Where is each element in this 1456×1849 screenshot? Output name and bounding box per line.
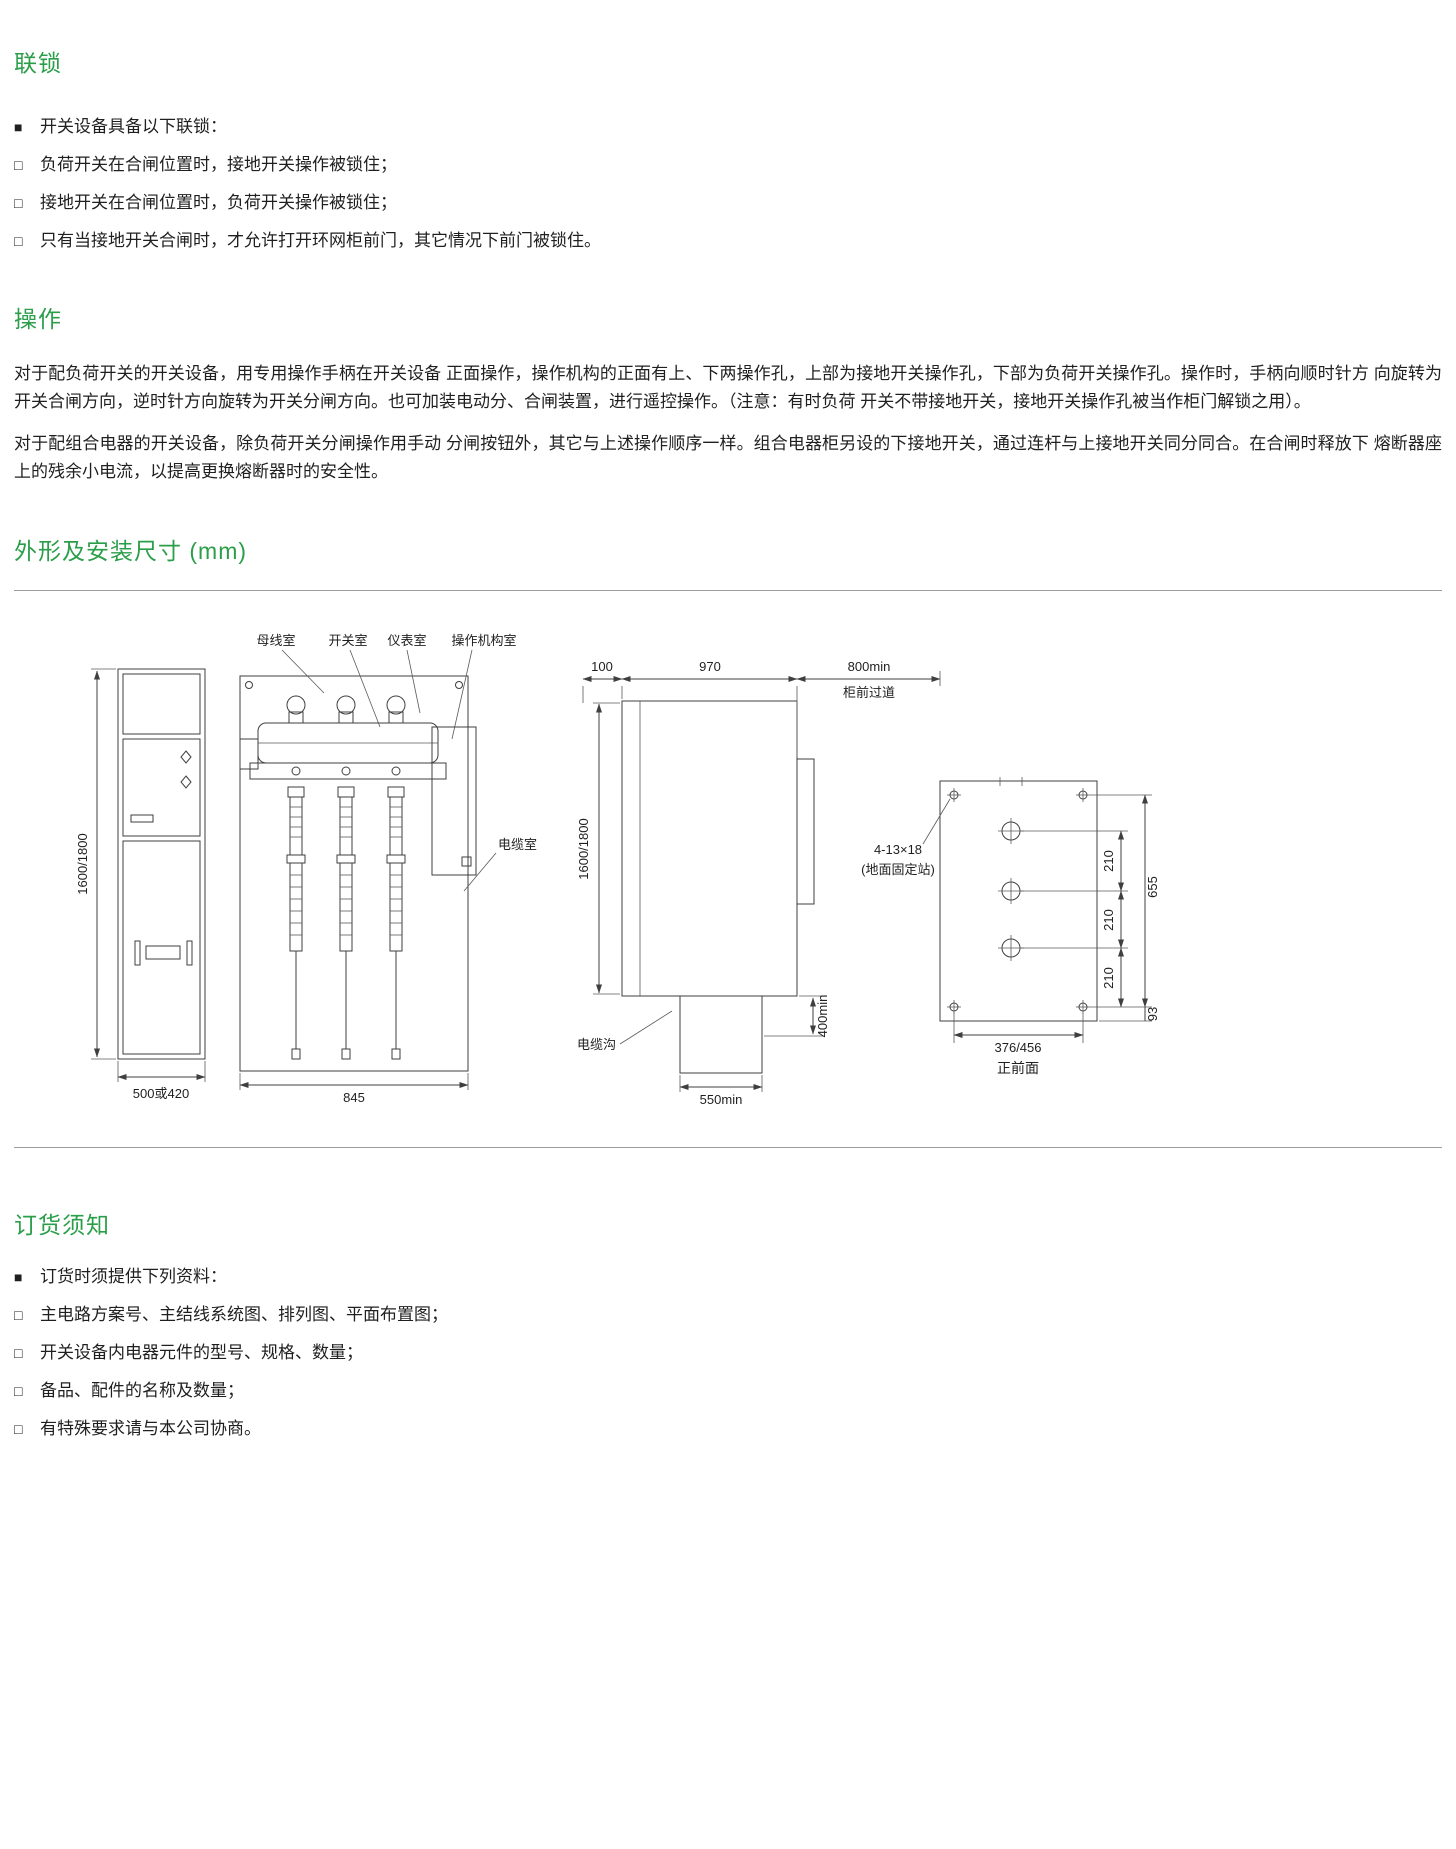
list-item-text: 开关设备内电器元件的型号、规格、数量； — [40, 1343, 363, 1362]
label-anchor-holes-note: (地面固定站) — [861, 862, 935, 877]
hollow-square-icon: □ — [14, 1383, 23, 1399]
section-title-operation: 操作 — [14, 306, 62, 332]
interlock-section: 联锁 ■ 开关设备具备以下联锁： □ 负荷开关在合闸位置时，接地开关操作被锁住；… — [14, 44, 1442, 254]
list-item-text: 只有当接地开关合闸时，才允许打开环网柜前门，其它情况下前门被锁住。 — [40, 231, 601, 250]
dim-label-aisle: 800min — [848, 659, 891, 674]
technical-drawing-svg: 1600/1800 500或420 母线室 开关室 仪表室 操作机 — [75, 633, 1160, 1107]
list-item-text: 负荷开关在合闸位置时，接地开关操作被锁住； — [40, 155, 397, 174]
dimensions-section: 外形及安装尺寸 (mm) — [14, 532, 1442, 1148]
front-view-drawing: 1600/1800 500或420 — [75, 668, 206, 1101]
list-item: ■ 订货时须提供下列资料： — [14, 1264, 1442, 1290]
door-handle — [145, 945, 181, 960]
interlock-list: ■ 开关设备具备以下联锁： □ 负荷开关在合闸位置时，接地开关操作被锁住； □ … — [14, 114, 1442, 254]
dim-label-depth: 970 — [699, 659, 721, 674]
panel-slot — [130, 814, 154, 823]
side-view-drawing: 100 970 800min 柜前过道 1600/1800 电缆沟 — [576, 659, 941, 1107]
insulator-columns — [286, 786, 406, 1060]
side-bracket — [239, 738, 259, 770]
indicator-diamond — [180, 775, 192, 789]
list-item: □ 开关设备内电器元件的型号、规格、数量； — [14, 1340, 1442, 1366]
hollow-square-icon: □ — [14, 1307, 23, 1323]
list-item-text: 主电路方案号、主结线系统图、排列图、平面布置图； — [40, 1305, 448, 1324]
dim-label-pitch-1: 210 — [1101, 850, 1116, 872]
divider — [14, 1147, 1442, 1148]
mechanism-box — [431, 726, 477, 876]
dim-label-front-width: 500或420 — [133, 1086, 189, 1101]
section-title-dimensions: 外形及安装尺寸 (mm) — [14, 538, 248, 564]
section-title-ordering: 订货须知 — [14, 1212, 110, 1238]
anchor-screws — [947, 788, 1090, 1014]
dim-label-front-height: 1600/1800 — [75, 833, 90, 894]
list-item-text: 备品、配件的名称及数量； — [40, 1381, 244, 1400]
list-item: □ 主电路方案号、主结线系统图、排列图、平面布置图； — [14, 1302, 1442, 1328]
ordering-list: ■ 订货时须提供下列资料： □ 主电路方案号、主结线系统图、排列图、平面布置图；… — [14, 1264, 1442, 1442]
dim-label-foundation-width: 376/456 — [995, 1040, 1042, 1055]
foundation-view-drawing: 4-13×18 (地面固定站) 210 210 210 — [861, 777, 1160, 1076]
label-aisle-note: 柜前过道 — [843, 685, 895, 700]
operation-holes — [998, 818, 1024, 961]
busbar-bushings — [286, 695, 406, 724]
label-anchor-holes: 4-13×18 — [874, 842, 922, 857]
label-meter-room: 仪表室 — [387, 633, 426, 648]
divider — [14, 590, 1442, 591]
dim-label-trench-depth: 400min — [815, 995, 830, 1038]
dim-label-edge: 93 — [1145, 1007, 1160, 1021]
operation-paragraph: 对于配负荷开关的开关设备，用专用操作手柄在开关设备 正面操作，操作机构的正面有上… — [14, 364, 1442, 411]
list-item-text: 有特殊要求请与本公司协商。 — [40, 1419, 261, 1438]
indicator-diamond — [180, 750, 192, 764]
list-item-text: 接地开关在合闸位置时，负荷开关操作被锁住； — [40, 193, 397, 212]
dim-label-rear: 100 — [591, 659, 613, 674]
dimension-drawings: 1600/1800 500或420 母线室 开关室 仪表室 操作机 — [0, 591, 1456, 1147]
label-mechanism-room: 操作机构室 — [451, 633, 516, 648]
operation-paragraph: 对于配组合电器的开关设备，除负荷开关分闸操作用手动 分闸按钮外，其它与上述操作顺… — [14, 434, 1442, 481]
list-item: □ 负荷开关在合闸位置时，接地开关操作被锁住； — [14, 152, 1442, 178]
ordering-section: 订货须知 ■ 订货时须提供下列资料： □ 主电路方案号、主结线系统图、排列图、平… — [14, 1206, 1442, 1442]
dim-label-overall: 655 — [1145, 876, 1160, 898]
list-item-text: 订货时须提供下列资料： — [40, 1267, 227, 1286]
list-item: ■ 开关设备具备以下联锁： — [14, 114, 1442, 140]
hollow-square-icon: □ — [14, 195, 23, 211]
dim-label-section-width: 845 — [343, 1090, 365, 1105]
dim-label-trench-width: 550min — [700, 1092, 743, 1107]
caption-front-face: 正前面 — [997, 1060, 1039, 1076]
label-cable-trench: 电缆沟 — [577, 1037, 616, 1052]
filled-square-icon: ■ — [14, 119, 23, 135]
list-item: □ 接地开关在合闸位置时，负荷开关操作被锁住； — [14, 190, 1442, 216]
label-busbar-room: 母线室 — [256, 633, 295, 648]
hollow-square-icon: □ — [14, 1345, 23, 1361]
label-cable-room: 电缆室 — [498, 837, 537, 852]
label-switch-room: 开关室 — [328, 633, 367, 648]
hollow-square-icon: □ — [14, 1421, 23, 1437]
section-view-drawing: 母线室 开关室 仪表室 操作机构室 — [239, 633, 537, 1105]
hollow-square-icon: □ — [14, 157, 23, 173]
dim-label-pitch-3: 210 — [1101, 967, 1116, 989]
section-title-interlock: 联锁 — [14, 50, 62, 76]
list-item: □ 只有当接地开关合闸时，才允许打开环网柜前门，其它情况下前门被锁住。 — [14, 228, 1442, 254]
dim-label-pitch-2: 210 — [1101, 909, 1116, 931]
dim-label-side-height: 1600/1800 — [576, 818, 591, 879]
filled-square-icon: ■ — [14, 1269, 23, 1285]
operation-section: 操作 对于配负荷开关的开关设备，用专用操作手柄在开关设备 正面操作，操作机构的正… — [14, 300, 1442, 486]
list-item: □ 有特殊要求请与本公司协商。 — [14, 1416, 1442, 1442]
cable-trench — [679, 996, 763, 1074]
list-item: □ 备品、配件的名称及数量； — [14, 1378, 1442, 1404]
hollow-square-icon: □ — [14, 233, 23, 249]
list-item-text: 开关设备具备以下联锁： — [40, 117, 227, 136]
